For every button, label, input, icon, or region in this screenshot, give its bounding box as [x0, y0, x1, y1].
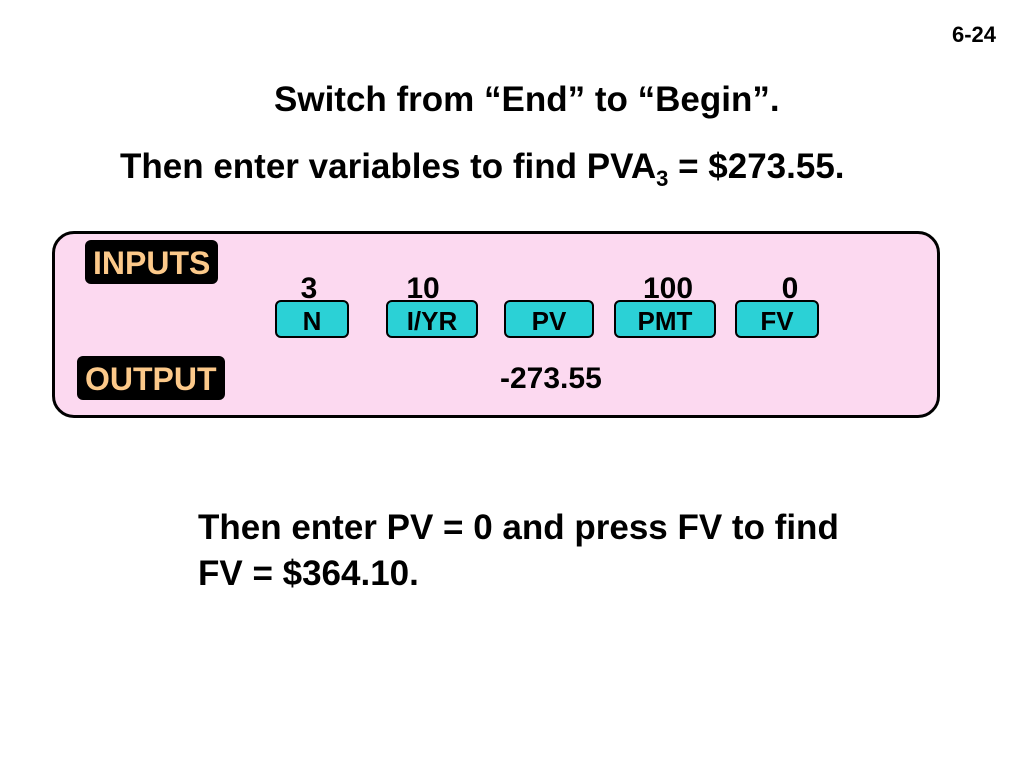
- input-value-fv: 0: [781, 272, 799, 305]
- note-line-2: FV = $364.10.: [198, 554, 419, 593]
- key-fv-button[interactable]: FV: [735, 300, 819, 338]
- followup-note: Then enter PV = 0 and press FV to find F…: [198, 505, 839, 597]
- input-value-pmt: 100: [642, 272, 694, 305]
- instruction-subheading: Then enter variables to find PVA3 = $273…: [120, 147, 845, 190]
- note-line-1: Then enter PV = 0 and press FV to find: [198, 508, 839, 547]
- input-value-n: 3: [300, 272, 318, 305]
- output-value: -273.55: [500, 362, 602, 395]
- key-i-yr-button[interactable]: I/YR: [386, 300, 478, 338]
- subheading-subscript: 3: [656, 166, 669, 191]
- inputs-label: INPUTS: [85, 240, 219, 284]
- key-pv-button[interactable]: PV: [504, 300, 594, 338]
- output-label: OUTPUT: [77, 356, 225, 400]
- subheading-suffix: = $273.55.: [668, 147, 845, 186]
- input-value-i-yr: 10: [406, 272, 440, 305]
- key-pmt-button[interactable]: PMT: [614, 300, 716, 338]
- instruction-heading: Switch from “End” to “Begin”.: [274, 80, 780, 119]
- key-n-button[interactable]: N: [275, 300, 349, 338]
- subheading-prefix: Then enter variables to find PVA: [120, 147, 657, 186]
- slide-number: 6-24: [951, 22, 996, 47]
